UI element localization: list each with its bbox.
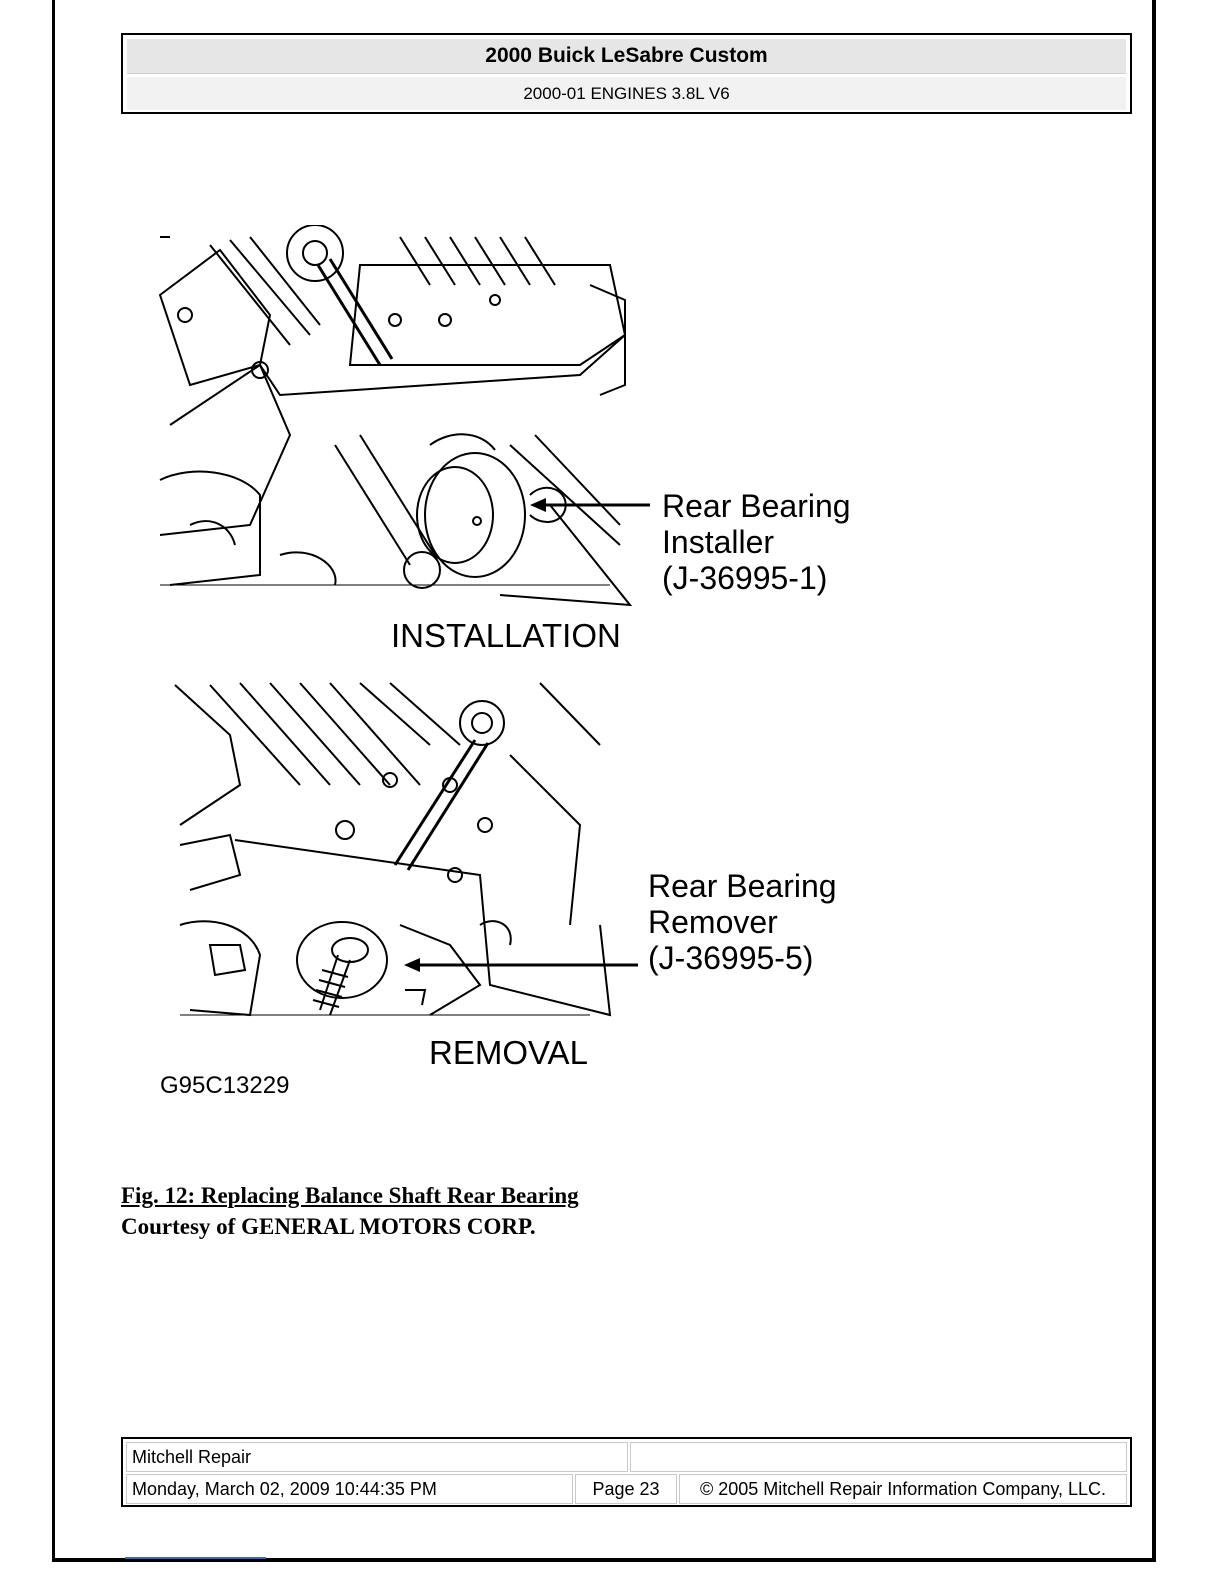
bearing-figure: Rear Bearing Installer (J-36995-1) INSTA… [158,225,851,1099]
figure-code: G95C13229 [160,1072,289,1099]
page-frame [52,0,1156,1562]
installation-label: INSTALLATION [391,617,621,654]
caption-title: Fig. 12: Replacing Balance Shaft Rear Be… [121,1183,579,1208]
installation-drawing [158,225,633,607]
footer-blank-cell [630,1442,1127,1472]
caption-credit: Courtesy of GENERAL MOTORS CORP. [121,1214,536,1239]
figure-caption: Fig. 12: Replacing Balance Shaft Rear Be… [121,1180,579,1242]
bottom-link-underline[interactable] [125,1557,266,1559]
installer-arrowhead [530,498,546,512]
footer-page-number: Page 23 [575,1474,677,1504]
removal-drawing [174,682,612,1017]
installer-callout-line3: (J-36995-1) [662,560,827,596]
footer-date: Monday, March 02, 2009 10:44:35 PM [126,1474,573,1504]
remover-callout-line2: Remover [648,904,778,940]
document-footer: Mitchell Repair Monday, March 02, 2009 1… [121,1437,1132,1507]
installer-callout-line2: Installer [662,524,774,560]
remover-callout-line1: Rear Bearing [648,868,837,904]
vehicle-title: 2000 Buick LeSabre Custom [127,39,1126,74]
removal-label: REMOVAL [429,1034,588,1071]
document-header: 2000 Buick LeSabre Custom 2000-01 ENGINE… [121,33,1132,114]
footer-brand: Mitchell Repair [126,1442,628,1472]
installer-callout-line1: Rear Bearing [662,488,851,524]
footer-copyright: © 2005 Mitchell Repair Information Compa… [679,1474,1127,1504]
remover-arrowhead [404,958,420,972]
remover-callout-line3: (J-36995-5) [648,940,813,976]
section-subtitle: 2000-01 ENGINES 3.8L V6 [127,77,1126,110]
